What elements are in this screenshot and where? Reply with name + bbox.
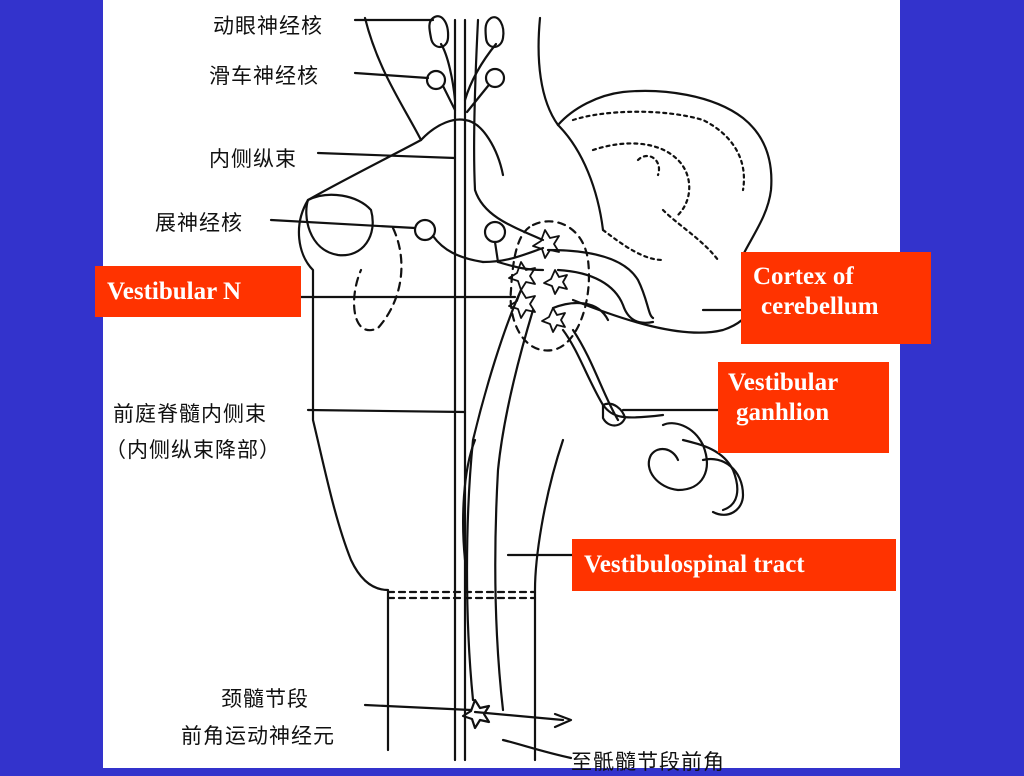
tag-cortex-of-cerebellum: Cortex of cerebellum [741,252,931,344]
label-medial-vestibulospinal-1: 前庭脊髓内侧束 [113,402,267,426]
pons-outline [419,118,505,177]
ascending-fiber [473,18,545,242]
tag-vestibulospinal-tract: Vestibulospinal tract [572,539,896,591]
vestibular-nerve [561,328,665,422]
vestibular-nuclei-region [509,220,590,352]
label-oculomotor-nucleus: 动眼神经核 [213,14,323,38]
leader-cervical [363,703,473,712]
cerebellum-outline [556,89,773,257]
tag-cortex-line2: cerebellum [761,293,879,320]
brainstem-right-outline [533,16,605,762]
left-oval [305,193,374,257]
leader-medial-vs [306,408,467,414]
output-arrow-cervical [473,710,573,729]
label-medial-vestibulospinal-2: （内侧纵束降部） [105,438,281,462]
cochlea [701,457,745,516]
label-trochlear-nucleus: 滑车神经核 [209,64,319,88]
oculomotor-nucleus-right [484,16,505,49]
spinal-segment-line [386,590,537,600]
brainstem-outline [297,16,423,752]
tag-vestibular-n-text: Vestibular N [107,278,242,305]
tag-vestibular-n: Vestibular N [95,266,301,317]
abducens-nucleus-right [483,220,507,244]
leader-trochlear [353,71,430,80]
tag-ganglion-line1: Vestibular [728,369,839,396]
label-anterior-horn-motor: 前角运动神经元 [181,724,335,748]
abducens-nucleus-left [413,218,437,242]
vestibular-pathway-diagram [269,15,773,762]
tag-ganglion-line2: ganhlion [736,399,830,426]
tag-tract-text: Vestibulospinal tract [584,551,805,578]
trochlear-nucleus-left [425,69,447,91]
descending-tract-inner [494,308,535,712]
tag-vestibular-ganglion: Vestibular ganhlion [718,362,889,453]
leader-mlf [316,151,457,160]
left-dashed-oval [352,226,403,332]
label-abducens-nucleus: 展神经核 [155,211,243,235]
leader-abducens [269,218,417,230]
label-sacral-segment: 至骶髓节段前角 [571,750,725,774]
vestibular-ganglion [601,402,627,427]
motor-neuron [461,698,491,730]
label-cervical-segment: 颈髓节段 [221,687,309,711]
vestibular-neurons [508,229,568,333]
tag-cortex-line1: Cortex of [753,263,854,290]
oculomotor-nucleus-left [428,15,450,49]
trochlear-nucleus-right [484,67,506,89]
cerebellar-loop [546,248,655,324]
label-mlf: 内侧纵束 [209,147,297,171]
descending-tract-outer [465,288,523,702]
output-arrow-sacral [501,738,573,760]
cerebellum-inner-outline [571,253,755,334]
